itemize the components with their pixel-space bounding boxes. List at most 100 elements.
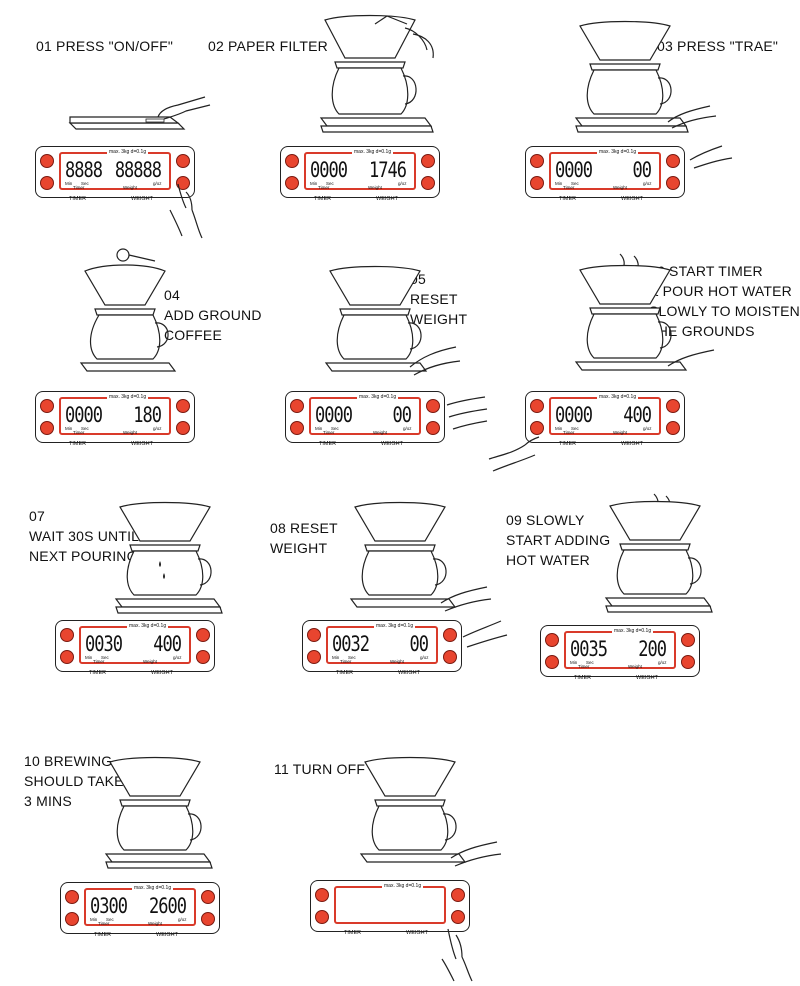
timer-readout: 0000	[315, 403, 353, 428]
step-07: 07 WAIT 30S UNTIL NEXT POURING max. 3kg …	[0, 490, 265, 735]
power-button[interactable]	[176, 421, 190, 435]
max-capacity-label: max. 3kg d=0.1g	[132, 885, 174, 891]
timer-start-button[interactable]	[40, 399, 54, 413]
step-caption: 02 PAPER FILTER	[208, 36, 328, 56]
weight-small-label: Weight	[123, 430, 137, 435]
caption-line: START ADDING	[506, 532, 611, 548]
pointing-hand-icon	[441, 928, 473, 982]
timer-label: TIMER	[319, 441, 337, 447]
timer-start-button[interactable]	[65, 890, 79, 904]
timer-label: TIMER	[574, 675, 592, 681]
lcd-screen: max. 3kg d=0.1g 0000 00 Min Sec Timer We…	[549, 149, 661, 190]
power-button[interactable]	[666, 176, 680, 190]
dripper-server-scale-illustration	[574, 20, 717, 133]
tare-button[interactable]	[421, 154, 435, 168]
min-label: Min	[65, 426, 73, 431]
timer-label: TIMER	[336, 670, 354, 676]
min-label: Min	[332, 655, 340, 660]
timer-start-button[interactable]	[530, 399, 544, 413]
unit-label: g/oz	[420, 655, 429, 660]
tare-button[interactable]	[681, 633, 695, 647]
weight-readout: 400	[153, 632, 182, 657]
dripper-server-scale-illustration	[574, 253, 715, 371]
weight-readout: 1746	[369, 158, 407, 183]
power-button[interactable]	[443, 650, 457, 664]
timer-reset-button[interactable]	[40, 176, 54, 190]
timer-start-button[interactable]	[60, 628, 74, 642]
timer-start-button[interactable]	[307, 628, 321, 642]
step-caption: 10 BREWING SHOULD TAKE 3 MINS	[24, 751, 124, 811]
power-button[interactable]	[201, 912, 215, 926]
power-button[interactable]	[421, 176, 435, 190]
timer-start-button[interactable]	[315, 888, 329, 902]
timer-readout: 8888	[65, 158, 103, 183]
caption-line: 01 PRESS "ON/OFF"	[36, 38, 174, 54]
timer-reset-button[interactable]	[40, 421, 54, 435]
min-label: Min	[65, 181, 73, 186]
tare-button[interactable]	[666, 154, 680, 168]
tare-button[interactable]	[196, 628, 210, 642]
tare-button[interactable]	[176, 154, 190, 168]
timer-start-button[interactable]	[285, 154, 299, 168]
timer-start-button[interactable]	[290, 399, 304, 413]
timer-small-label: Timer	[323, 430, 335, 435]
caption-line: 04	[164, 287, 180, 303]
caption-line: ADD GROUND	[164, 307, 262, 323]
tare-button[interactable]	[451, 888, 465, 902]
caption-line: NEXT POURING	[29, 548, 138, 564]
weight-readout: 2600	[149, 894, 187, 919]
caption-line: COFFEE	[164, 327, 222, 343]
step-caption: 03 PRESS "TRAE"	[657, 36, 778, 56]
tare-button[interactable]	[176, 399, 190, 413]
step-10: 10 BREWING SHOULD TAKE 3 MINS max. 3kg d…	[0, 735, 265, 986]
weight-small-label: Weight	[613, 430, 627, 435]
timer-reset-button[interactable]	[60, 650, 74, 664]
tare-button[interactable]	[666, 399, 680, 413]
weight-small-label: Weight	[123, 185, 137, 190]
timer-reset-button[interactable]	[315, 910, 329, 924]
dripper-server-scale-illustration	[359, 756, 502, 867]
timer-label: TIMER	[69, 196, 87, 202]
min-label: Min	[555, 426, 563, 431]
timer-reset-button[interactable]	[545, 655, 559, 669]
power-button[interactable]	[196, 650, 210, 664]
lcd-screen: max. 3kg d=0.1g 0030 400 Min Sec Timer W…	[79, 623, 191, 664]
timer-readout: 0000	[310, 158, 348, 183]
min-label: Min	[570, 660, 578, 665]
timer-start-button[interactable]	[40, 154, 54, 168]
power-button[interactable]	[426, 421, 440, 435]
lcd-screen: max. 3kg d=0.1g 0000 00 Min Sec Timer We…	[309, 394, 421, 435]
power-button[interactable]	[666, 421, 680, 435]
timer-reset-button[interactable]	[530, 421, 544, 435]
sec-label: Sec	[586, 660, 594, 665]
timer-label: TIMER	[559, 196, 577, 202]
tare-button[interactable]	[201, 890, 215, 904]
caption-line: 10 BREWING	[24, 753, 113, 769]
timer-reset-button[interactable]	[530, 176, 544, 190]
timer-start-button[interactable]	[545, 633, 559, 647]
max-capacity-label: max. 3kg d=0.1g	[127, 623, 169, 629]
timer-reset-button[interactable]	[285, 176, 299, 190]
caption-line: 07	[29, 508, 45, 524]
max-capacity-label: max. 3kg d=0.1g	[357, 394, 399, 400]
timer-reset-button[interactable]	[290, 421, 304, 435]
scale-display: max. 3kg d=0.1g 0030 400 Min Sec Timer W…	[55, 620, 215, 682]
power-button[interactable]	[176, 176, 190, 190]
timer-label: TIMER	[559, 441, 577, 447]
tare-button[interactable]	[426, 399, 440, 413]
timer-start-button[interactable]	[530, 154, 544, 168]
sec-label: Sec	[571, 426, 579, 431]
timer-reset-button[interactable]	[65, 912, 79, 926]
tare-button[interactable]	[443, 628, 457, 642]
caption-line: 11 TURN OFF	[274, 761, 366, 777]
step-caption: 04 ADD GROUND COFFEE	[164, 285, 262, 345]
power-button[interactable]	[681, 655, 695, 669]
timer-reset-button[interactable]	[307, 650, 321, 664]
weight-label: WEIGHT	[406, 930, 428, 936]
power-button[interactable]	[451, 910, 465, 924]
scale-display: max. 3kg d=0.1g TIMER WEIGHT	[310, 880, 470, 942]
lcd-screen: max. 3kg d=0.1g 0000 180 Min Sec Timer W…	[59, 394, 171, 435]
step-caption: 06 START TIMER & POUR HOT WATER SLOWLY T…	[649, 261, 800, 341]
scale-display: max. 3kg d=0.1g 0032 00 Min Sec Timer We…	[302, 620, 462, 682]
min-label: Min	[310, 181, 318, 186]
